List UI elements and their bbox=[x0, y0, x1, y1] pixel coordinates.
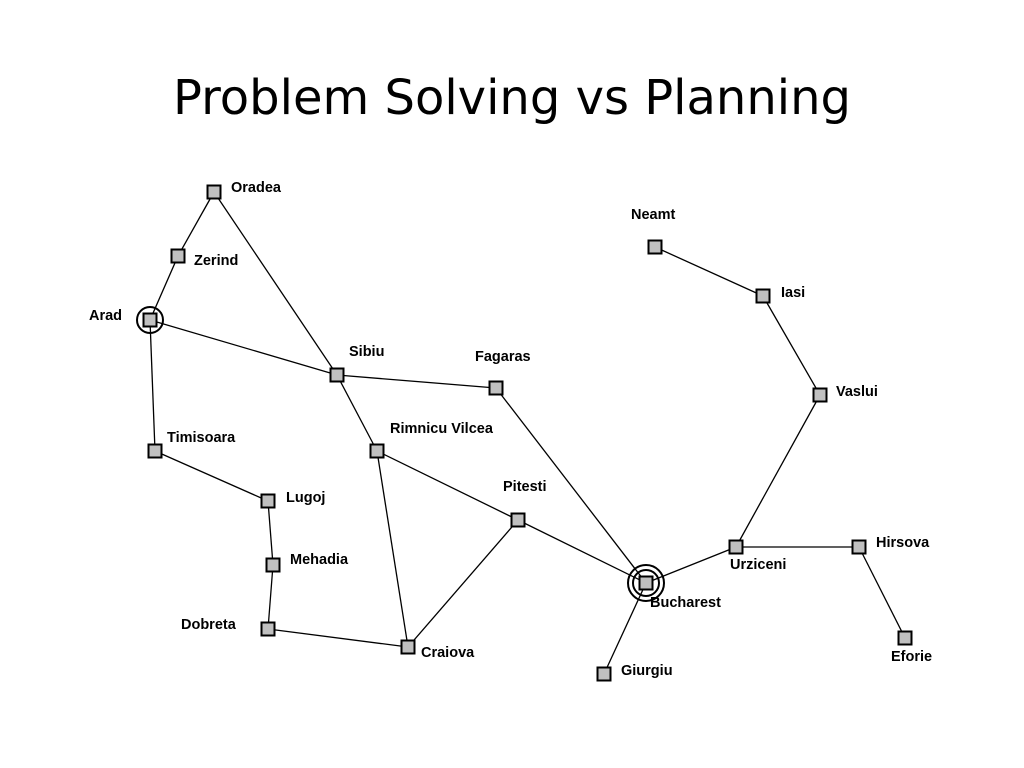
city-node-hirsova bbox=[851, 539, 867, 555]
goal-outer-ring bbox=[627, 564, 665, 602]
road-rimnicu-vilcea-craiova bbox=[376, 450, 409, 648]
city-node-mehadia bbox=[265, 557, 281, 573]
road-zerind-arad bbox=[149, 255, 179, 321]
road-sibiu-fagaras bbox=[336, 374, 497, 389]
city-label-iasi: Iasi bbox=[781, 285, 805, 301]
road-fagaras-bucharest bbox=[495, 387, 647, 584]
city-node-urziceni bbox=[728, 539, 744, 555]
city-label-timisoara: Timisoara bbox=[167, 430, 236, 446]
road-arad-timisoara bbox=[149, 319, 156, 452]
road-craiova-pitesti bbox=[407, 519, 519, 648]
road-bucharest-urziceni bbox=[645, 546, 737, 584]
city-label-fagaras: Fagaras bbox=[475, 349, 531, 365]
slide-title: Problem Solving vs Planning bbox=[173, 70, 851, 126]
city-nodes bbox=[142, 184, 913, 682]
city-node-neamt bbox=[647, 239, 663, 255]
city-label-sibiu: Sibiu bbox=[349, 344, 384, 360]
road-timisoara-lugoj bbox=[154, 450, 269, 502]
city-label-dobreta: Dobreta bbox=[181, 617, 237, 633]
node-markers bbox=[136, 306, 665, 602]
city-label-arad: Arad bbox=[89, 308, 122, 324]
city-node-pitesti bbox=[510, 512, 526, 528]
city-label-oradea: Oradea bbox=[231, 180, 282, 196]
road-mehadia-dobreta bbox=[267, 564, 274, 630]
city-node-arad bbox=[142, 312, 158, 328]
city-label-bucharest: Bucharest bbox=[650, 595, 721, 611]
road-hirsova-eforie bbox=[858, 546, 906, 639]
city-label-hirsova: Hirsova bbox=[876, 535, 930, 551]
city-node-lugoj bbox=[260, 493, 276, 509]
city-node-craiova bbox=[400, 639, 416, 655]
road-urziceni-vaslui bbox=[735, 394, 821, 548]
city-node-oradea bbox=[206, 184, 222, 200]
city-node-bucharest bbox=[638, 575, 654, 591]
city-label-giurgiu: Giurgiu bbox=[621, 663, 673, 679]
city-node-giurgiu bbox=[596, 666, 612, 682]
city-label-pitesti: Pitesti bbox=[503, 479, 547, 495]
city-node-eforie bbox=[897, 630, 913, 646]
city-node-sibiu bbox=[329, 367, 345, 383]
city-label-neamt: Neamt bbox=[631, 207, 675, 223]
city-node-fagaras bbox=[488, 380, 504, 396]
road-rimnicu-vilcea-pitesti bbox=[376, 450, 519, 521]
road-oradea-zerind bbox=[177, 191, 215, 257]
city-node-dobreta bbox=[260, 621, 276, 637]
city-node-timisoara bbox=[147, 443, 163, 459]
road-edges bbox=[149, 191, 906, 675]
road-pitesti-bucharest bbox=[517, 519, 647, 584]
road-arad-sibiu bbox=[149, 319, 338, 376]
city-label-craiova: Craiova bbox=[421, 645, 475, 661]
city-label-eforie: Eforie bbox=[891, 649, 932, 665]
city-label-vaslui: Vaslui bbox=[836, 384, 878, 400]
road-oradea-sibiu bbox=[213, 191, 338, 376]
city-label-mehadia: Mehadia bbox=[290, 552, 349, 568]
start-ring bbox=[136, 306, 164, 334]
road-sibiu-rimnicu-vilcea bbox=[336, 374, 378, 452]
city-label-rimnicu-vilcea: Rimnicu Vilcea bbox=[390, 421, 494, 437]
city-node-iasi bbox=[755, 288, 771, 304]
city-label-urziceni: Urziceni bbox=[730, 557, 786, 573]
road-vaslui-iasi bbox=[762, 295, 821, 396]
city-node-rimnicu-vilcea bbox=[369, 443, 385, 459]
road-lugoj-mehadia bbox=[267, 500, 274, 566]
city-node-zerind bbox=[170, 248, 186, 264]
road-bucharest-giurgiu bbox=[603, 582, 647, 675]
goal-ring bbox=[632, 569, 660, 597]
city-node-vaslui bbox=[812, 387, 828, 403]
city-label-zerind: Zerind bbox=[194, 253, 238, 269]
road-iasi-neamt bbox=[654, 246, 764, 297]
city-label-lugoj: Lugoj bbox=[286, 490, 325, 506]
road-dobreta-craiova bbox=[267, 628, 409, 648]
